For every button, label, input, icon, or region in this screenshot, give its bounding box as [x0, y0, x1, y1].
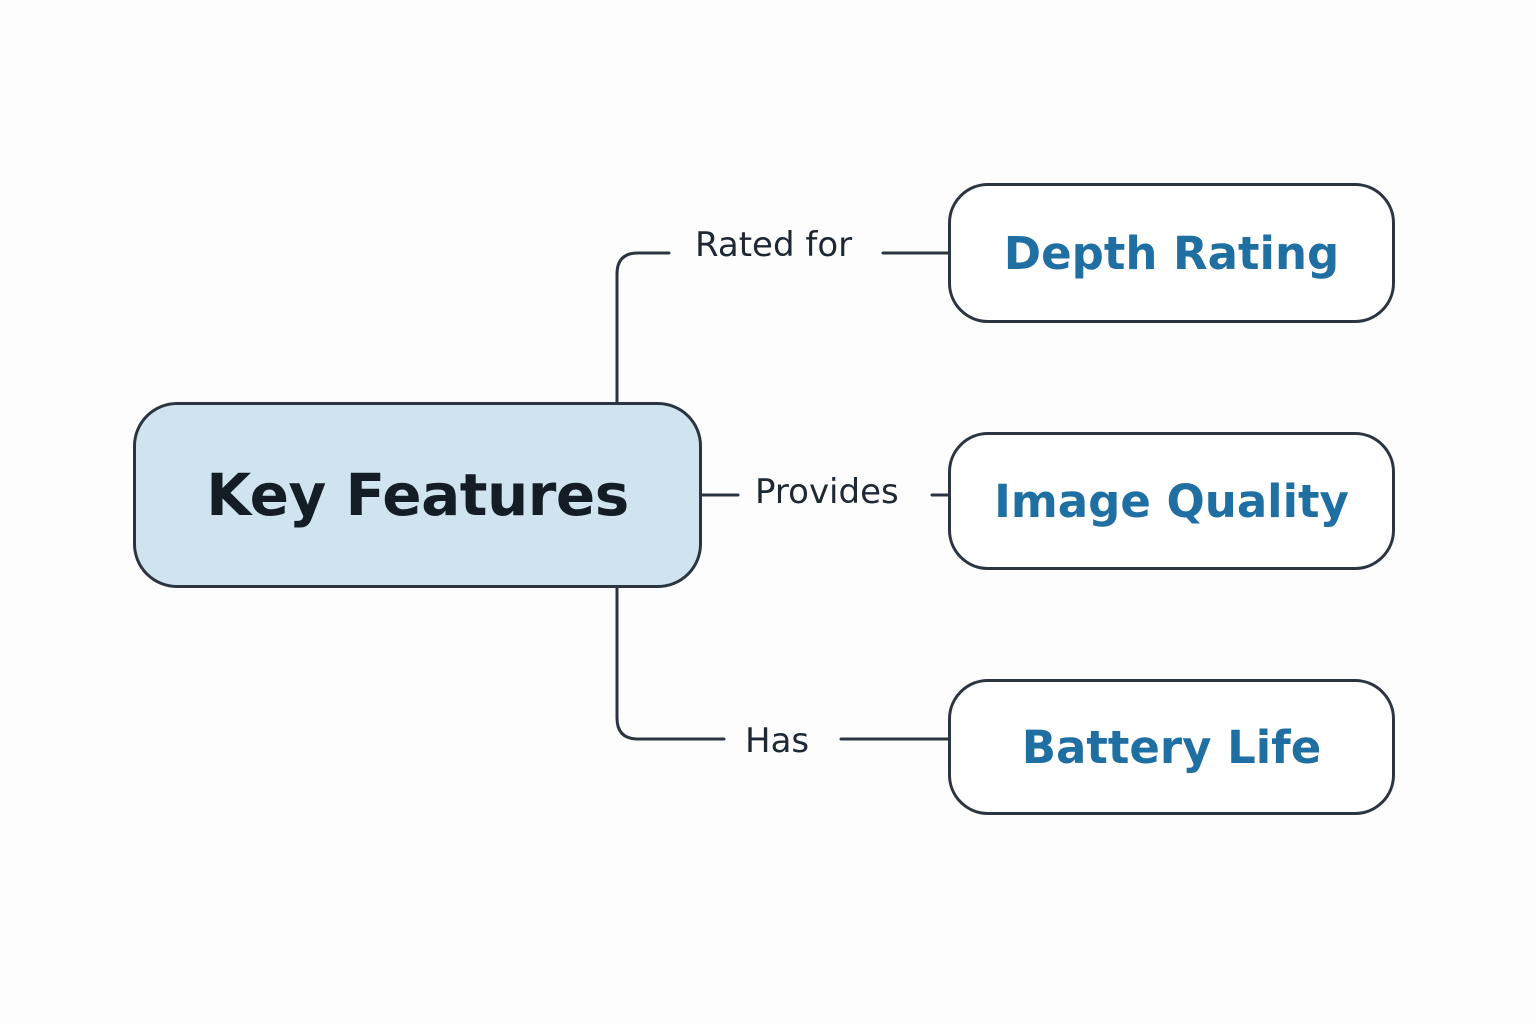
leaf-node-label: Image Quality [994, 474, 1349, 528]
leaf-node-label: Battery Life [1021, 720, 1322, 774]
leaf-node-battery-life: Battery Life [948, 679, 1395, 815]
leaf-node-depth-rating: Depth Rating [948, 183, 1395, 323]
leaf-node-label: Depth Rating [1003, 226, 1340, 280]
edge-label-has: Has [745, 721, 810, 761]
leaf-node-image-quality: Image Quality [948, 432, 1395, 570]
center-node-key-features: Key Features [133, 402, 702, 588]
edge-label-provides: Provides [755, 472, 899, 512]
connector-has-a [615, 586, 726, 741]
center-node-label: Key Features [206, 461, 629, 529]
edge-label-rated-for: Rated for [695, 225, 853, 265]
connector-rated-for-a [615, 251, 671, 404]
